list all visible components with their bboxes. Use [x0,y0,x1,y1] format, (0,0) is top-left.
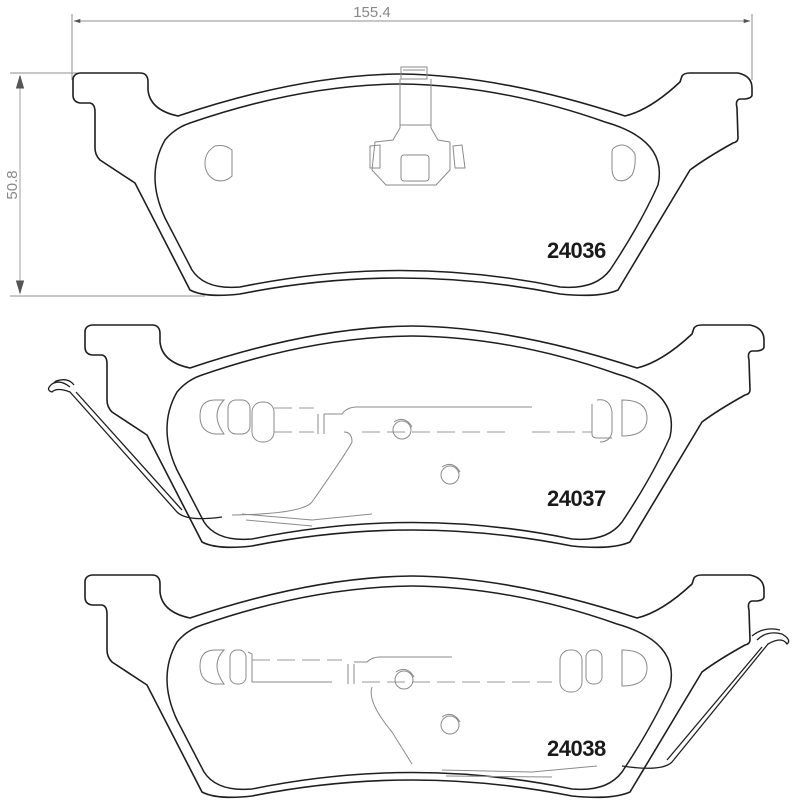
height-dimension-value: 50.8 [4,170,21,199]
mounting-hole-left [204,145,233,182]
shim-outline [199,649,648,778]
width-dimension [71,14,753,80]
part-number-24036: 24036 [547,238,606,263]
part-number-24037: 24037 [547,486,606,511]
brake-pad-24038 [84,574,790,799]
shim-outline [199,399,648,527]
width-dimension-value: 155.4 [353,4,391,21]
wear-spring-clip [621,632,790,769]
brake-pad-24036 [72,66,753,297]
wear-spring-clip [47,381,223,520]
part-number-24038: 24038 [547,736,606,761]
mounting-hole-right [611,144,636,182]
brake-pad-24037 [47,324,765,549]
wear-sensor-connector [369,66,466,186]
